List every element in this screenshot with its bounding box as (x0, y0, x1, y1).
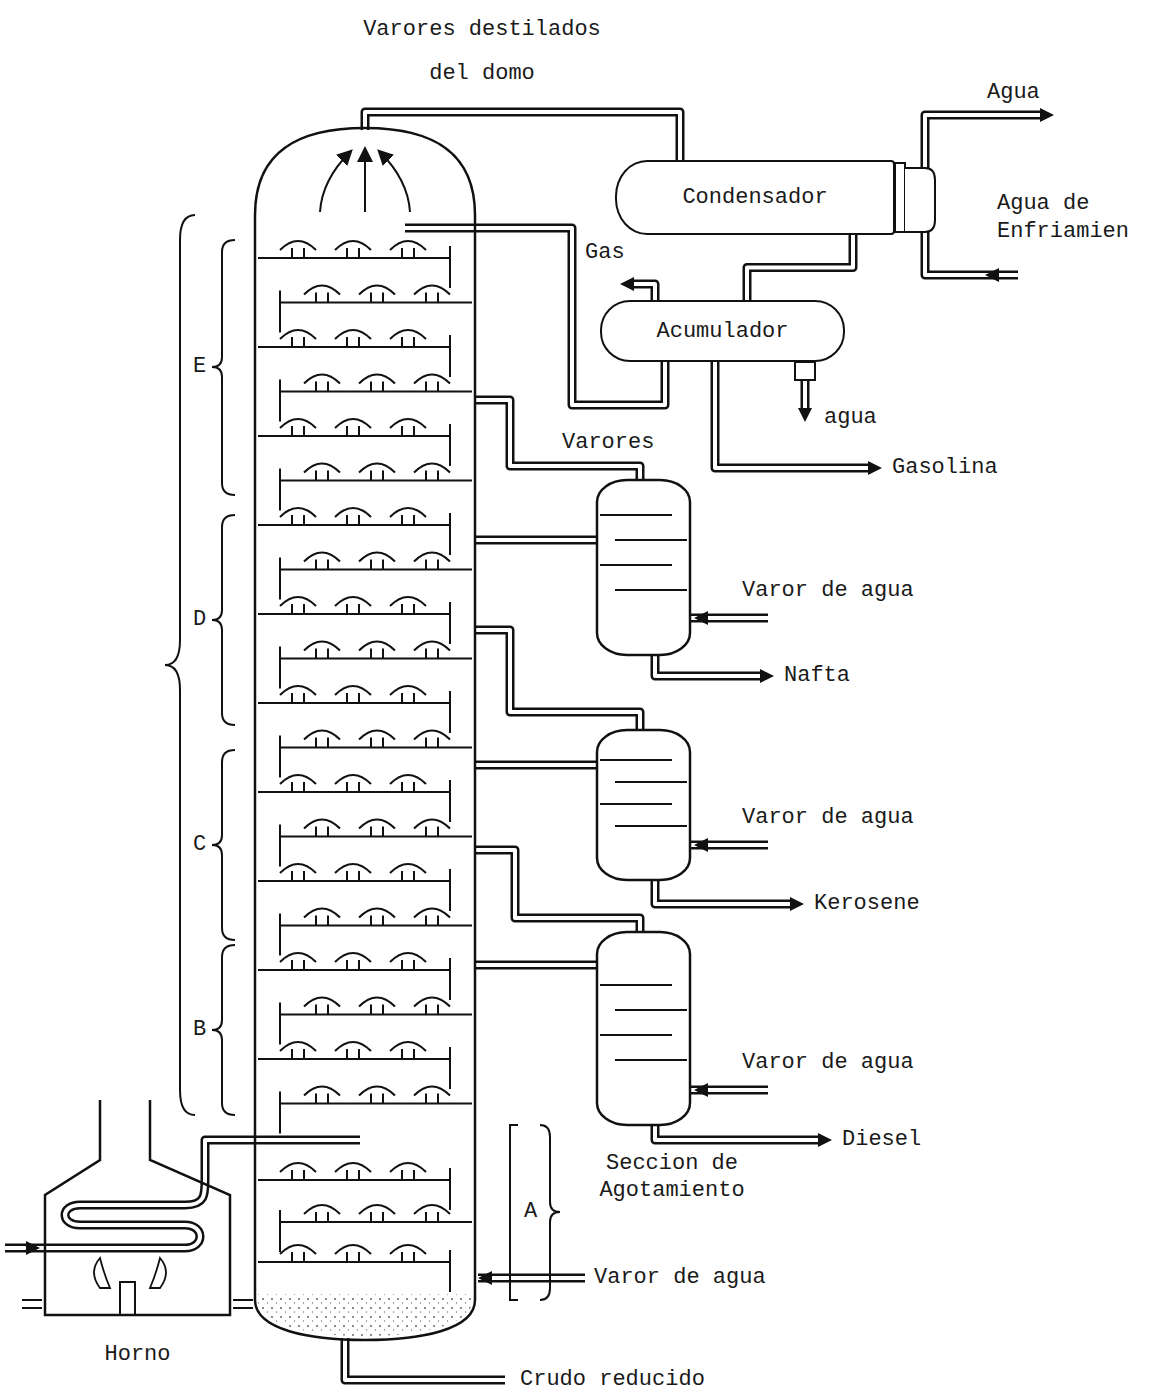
column-shell (255, 128, 475, 1340)
arrowhead (478, 1271, 492, 1285)
tray (280, 553, 472, 600)
tray (280, 820, 472, 867)
arrowhead (26, 1241, 40, 1255)
section-label: Seccion de Agotamiento (585, 1150, 759, 1204)
tray (258, 953, 450, 1000)
vessel-name: Acumulador (656, 319, 788, 344)
tray (280, 1205, 472, 1252)
vapor-arrow (380, 152, 410, 212)
stream-label: agua (822, 405, 879, 431)
stripper-vessel (597, 730, 690, 880)
tray (280, 998, 472, 1045)
arrowhead (694, 1083, 708, 1097)
stripper-baffles (600, 985, 687, 1060)
flow-arrows (26, 108, 1054, 1285)
arrowhead (790, 897, 804, 911)
product-label: Kerosene (812, 891, 922, 917)
steam-label: Varor de agua (592, 1265, 768, 1291)
tray (258, 864, 450, 911)
condenser-vessel: Condensador (615, 160, 895, 235)
pipe-bore (747, 235, 853, 300)
section-bracket (510, 1125, 518, 1300)
product-label: Crudo reducido (518, 1367, 707, 1393)
section-letter: D (191, 607, 208, 633)
stripper-baffles (600, 760, 687, 826)
furnace-outline-layer (40, 1095, 235, 1320)
steam-label: Varor de agua (740, 805, 916, 831)
steam-label: Varor de agua (740, 1050, 916, 1076)
stripper-baffles (600, 515, 687, 590)
arrowhead (868, 461, 882, 475)
arrowhead (694, 838, 708, 852)
tray (258, 775, 450, 822)
section-brace (212, 515, 235, 725)
section-letter: B (191, 1017, 208, 1043)
arrowhead (798, 408, 812, 422)
water-boot (795, 362, 815, 380)
section-brace (212, 945, 235, 1115)
stream-label: Agua (985, 80, 1042, 106)
tray (280, 286, 472, 333)
tray (258, 1245, 450, 1292)
tray (258, 686, 450, 733)
water-box (905, 168, 935, 232)
vessel-name: Condensador (682, 185, 827, 210)
section-brace (540, 1125, 560, 1300)
section-brace (165, 215, 195, 1115)
tray (258, 419, 450, 466)
steam-label: Varor de agua (740, 578, 916, 604)
section-brace (212, 750, 235, 940)
stripper-vessel (597, 480, 690, 655)
tray (258, 508, 450, 555)
section-letter: A (522, 1199, 539, 1225)
overhead-label: Varores destilados del domo (350, 8, 614, 96)
product-label: Diesel (840, 1127, 923, 1153)
pipe-connector (747, 235, 853, 300)
vapor-arrow (364, 150, 366, 212)
pipe-bore (5, 112, 1040, 1380)
tray (280, 731, 472, 778)
tray (280, 1087, 472, 1134)
pipe-outline (5, 112, 1040, 1380)
burner-flame (94, 1258, 166, 1288)
arrowhead (985, 268, 999, 282)
furnace-pier (120, 1282, 135, 1315)
bottom-liquid (257, 1294, 473, 1336)
section-letter: C (191, 832, 208, 858)
stream-label: Varores (560, 430, 656, 456)
arrowhead (1040, 108, 1054, 122)
tube-sheet (895, 163, 905, 232)
furnace-heading: Horno (40, 1342, 235, 1368)
arrowhead (620, 277, 634, 291)
stripper-vessel (597, 932, 690, 1125)
accumulator-vessel: Acumulador (600, 300, 845, 362)
section-letter: E (191, 354, 208, 380)
arrowhead (760, 669, 774, 683)
stream-label: Gas (583, 240, 627, 266)
vapor-arrow (320, 152, 350, 212)
tray (280, 375, 472, 422)
tray (280, 464, 472, 511)
stream-label: Agua de Enfriamien (995, 190, 1139, 246)
tray (258, 330, 450, 377)
furnace-box: Horno (40, 1095, 235, 1320)
product-label: Nafta (782, 663, 852, 689)
product-label: Gasolina (890, 455, 1000, 481)
section-brace (212, 240, 235, 495)
arrowhead (694, 611, 708, 625)
tray (280, 642, 472, 689)
tray (258, 1042, 450, 1089)
tray (258, 241, 450, 288)
arrowhead (818, 1133, 832, 1147)
tray (258, 597, 450, 644)
tray (258, 1163, 450, 1210)
burner-nozzle (22, 1300, 253, 1308)
pipe-outline (747, 235, 853, 300)
column-trays (258, 241, 472, 1292)
furnace-outline (45, 1100, 230, 1315)
tray (280, 909, 472, 956)
